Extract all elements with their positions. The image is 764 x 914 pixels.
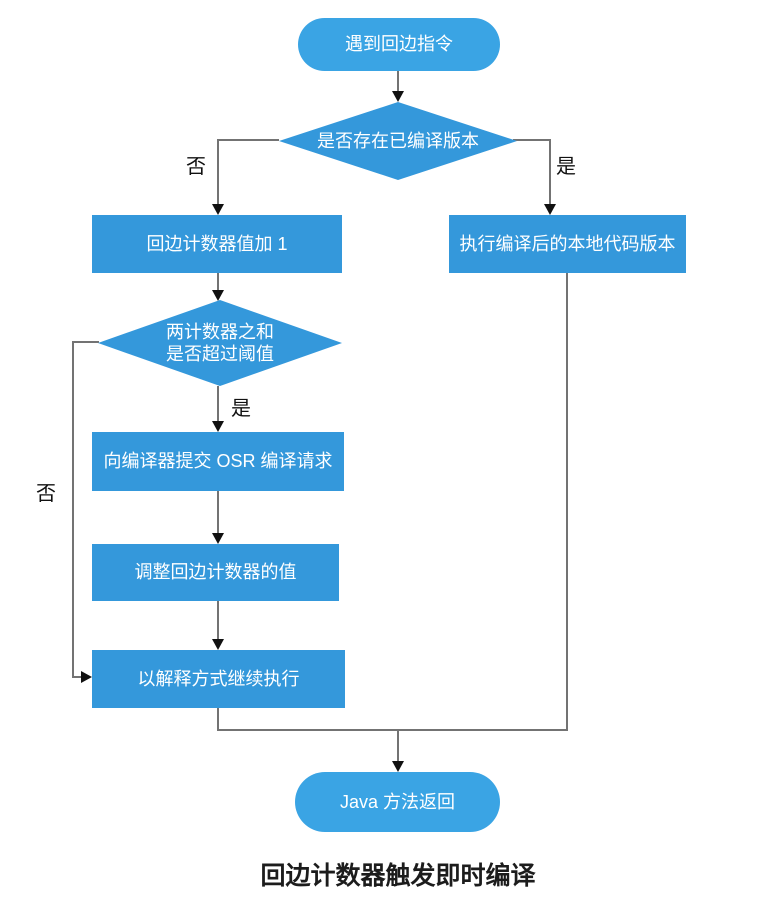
node-decision-has-compiled-label: 是否存在已编译版本 bbox=[317, 130, 479, 151]
node-continue-interpreted: 以解释方式继续执行 bbox=[92, 650, 345, 708]
node-start-label: 遇到回边指令 bbox=[345, 34, 453, 55]
node-end-terminal: Java 方法返回 bbox=[295, 772, 500, 832]
arrowhead-into-decision2 bbox=[212, 290, 224, 301]
node-decision-threshold-line2: 是否超过阈值 bbox=[166, 344, 274, 364]
arrowhead-into-end bbox=[392, 761, 404, 772]
arrowhead-into-interpret bbox=[212, 639, 224, 650]
edge-decision1-no-horizontal bbox=[218, 139, 279, 141]
edge-decision1-yes-horizontal bbox=[513, 139, 551, 141]
edge-decision1-no-vertical bbox=[217, 139, 219, 207]
arrowhead-into-submit-osr bbox=[212, 421, 224, 432]
node-increment-counter-label: 回边计数器值加 1 bbox=[146, 233, 288, 254]
node-end-terminal-label: Java 方法返回 bbox=[339, 791, 456, 812]
arrowhead-into-inc-counter bbox=[212, 204, 224, 215]
diagram-caption: 回边计数器触发即时编译 bbox=[260, 862, 536, 890]
edge-label-yes-compiled: 是 bbox=[556, 156, 576, 178]
edge-decision2-no-vertical bbox=[72, 341, 74, 678]
edge-decision2-no-horizontal-top bbox=[73, 341, 99, 343]
node-exec-native-code: 执行编译后的本地代码版本 bbox=[449, 215, 686, 273]
edge-merge-horizontal-left bbox=[217, 729, 399, 731]
edge-decision2-no-horizontal-bottom bbox=[72, 676, 84, 678]
edge-merge-to-end bbox=[397, 729, 399, 763]
node-submit-osr-request-label: 向编译器提交 OSR 编译请求 bbox=[103, 451, 333, 472]
arrowhead-into-adjust-counter bbox=[212, 533, 224, 544]
node-continue-interpreted-label: 以解释方式继续执行 bbox=[137, 668, 300, 689]
node-decision-threshold: 两计数器之和 是否超过阈值 bbox=[98, 300, 342, 386]
arrowhead-loop-into-interpret bbox=[81, 671, 92, 683]
node-decision-threshold-line1: 两计数器之和 bbox=[166, 321, 274, 342]
edge-exec-merge-vertical bbox=[566, 273, 568, 731]
edge-adjust-to-interpret bbox=[217, 601, 219, 642]
node-exec-native-code-label: 执行编译后的本地代码版本 bbox=[459, 233, 676, 254]
edge-decision1-yes-vertical bbox=[549, 139, 551, 207]
edge-label-no-threshold: 否 bbox=[36, 483, 56, 505]
edge-inc-to-decision2 bbox=[217, 273, 219, 297]
edge-interpret-merge-vertical bbox=[217, 708, 219, 731]
edge-osr-to-adjust bbox=[217, 491, 219, 536]
node-decision-has-compiled: 是否存在已编译版本 bbox=[279, 102, 517, 180]
arrowhead-into-decision1 bbox=[392, 91, 404, 102]
edge-merge-horizontal-right bbox=[397, 729, 568, 731]
edge-label-no-compiled: 否 bbox=[186, 156, 206, 178]
node-adjust-counter: 调整回边计数器的值 bbox=[92, 544, 339, 601]
node-increment-counter: 回边计数器值加 1 bbox=[92, 215, 342, 273]
edge-label-yes-threshold: 是 bbox=[231, 398, 251, 420]
node-start-terminal: 遇到回边指令 bbox=[298, 18, 500, 71]
edge-start-to-decision1 bbox=[397, 70, 399, 96]
node-adjust-counter-label: 调整回边计数器的值 bbox=[134, 562, 297, 583]
edge-decision2-yes-vertical bbox=[217, 386, 219, 424]
node-submit-osr-request: 向编译器提交 OSR 编译请求 bbox=[92, 432, 344, 491]
arrowhead-into-exec-native bbox=[544, 204, 556, 215]
